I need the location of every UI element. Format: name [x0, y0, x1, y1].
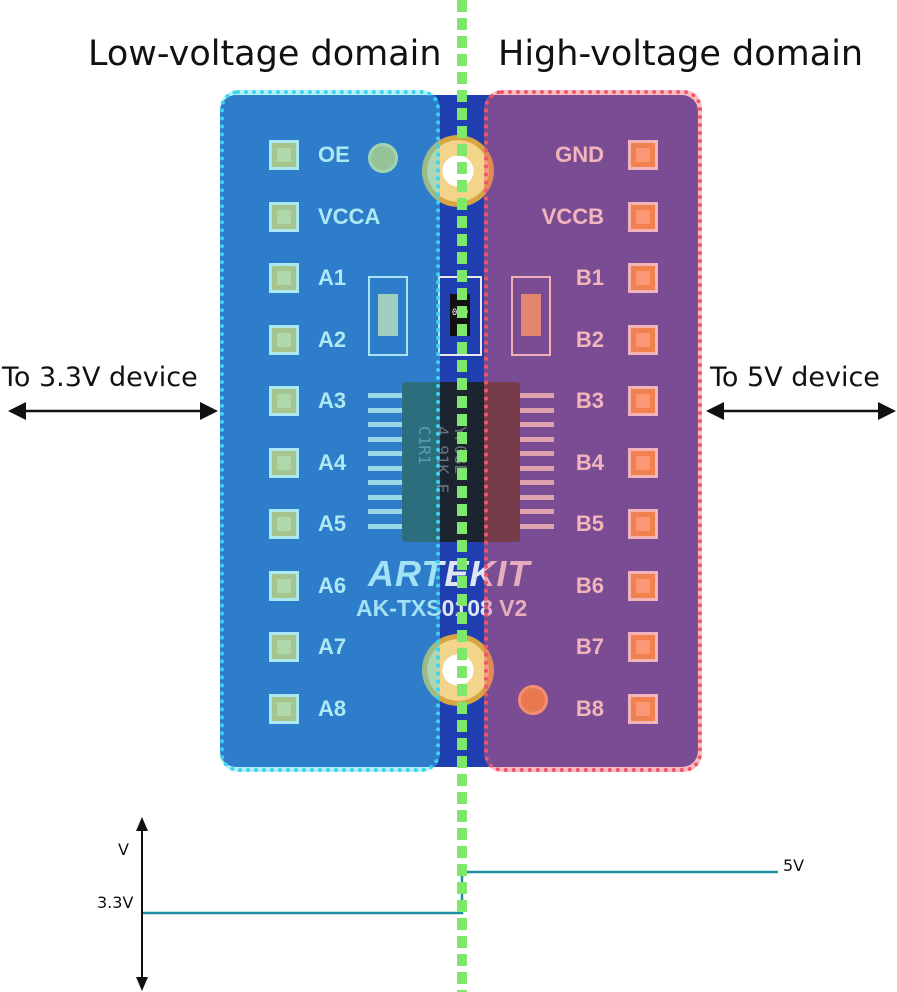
chip-leg [520, 509, 554, 514]
high-level-label: 5V [783, 856, 805, 875]
right-double-arrow [706, 402, 896, 420]
left-device-label: To 3.3V device [2, 362, 198, 393]
right-pin-pad [628, 447, 658, 478]
left-pin-label: A7 [318, 634, 347, 659]
domain-divider-line [457, 0, 467, 992]
left-pin-label: A4 [318, 449, 347, 475]
chip-leg [368, 407, 402, 413]
chip-leg [520, 407, 554, 413]
right-pin-pad [628, 632, 658, 662]
high-voltage-domain-title: High-voltage domain [498, 34, 864, 74]
chip-leg [368, 422, 402, 427]
chip-leg [368, 523, 402, 529]
right-pin-label: B4 [575, 449, 604, 475]
voltage-axis [136, 817, 148, 991]
capacitor-right [511, 276, 551, 356]
left-pin-pad [269, 263, 299, 293]
chip-leg [520, 465, 554, 471]
left-pin-pad [269, 386, 299, 416]
left-pin-label: A8 [318, 695, 347, 721]
right-pin-pad [628, 140, 658, 170]
left-pin-label: A6 [318, 572, 347, 598]
via-oe [368, 143, 398, 173]
brand-logo: ARTEKIT [368, 553, 531, 594]
left-pin-pad [269, 632, 299, 662]
capacitor-left [368, 276, 408, 356]
chip-leg [520, 422, 554, 427]
chip-leg [368, 494, 402, 500]
right-pin-label: B2 [575, 326, 604, 352]
right-pin-pad [628, 509, 658, 539]
chip-leg [520, 451, 554, 456]
chip-leg [368, 451, 402, 456]
left-pin-label: A3 [318, 388, 347, 413]
left-pin-pad [269, 201, 299, 232]
board-model: AK-TXS0108 V2 [356, 595, 528, 621]
left-pin-label: VCCA [318, 203, 381, 229]
left-pin-pad [269, 509, 299, 539]
right-pin-pad [628, 570, 658, 601]
left-pin-pad [269, 693, 299, 724]
right-pin-pad [628, 201, 658, 232]
chip-leg [520, 494, 554, 500]
left-pin-label: A5 [318, 511, 347, 536]
via-b8 [518, 685, 548, 715]
right-pin-label: GND [555, 142, 604, 167]
right-pin-pad [628, 693, 658, 724]
left-pin-pad [269, 447, 299, 478]
voltage-axis-label: V [118, 840, 129, 859]
chip-leg [368, 436, 402, 442]
right-pin-label: B7 [575, 634, 604, 659]
left-pin-label: A2 [318, 326, 347, 352]
chip-leg [368, 465, 402, 471]
chip-leg [520, 393, 554, 398]
chip-leg [368, 393, 402, 398]
chip-leg [368, 509, 402, 514]
high-voltage-domain-region [484, 90, 702, 772]
left-pin-pad [269, 324, 299, 355]
right-pin-label: B5 [575, 511, 604, 536]
right-pin-label: B3 [575, 388, 604, 413]
right-pin-label: B6 [575, 572, 604, 598]
right-pin-pad [628, 386, 658, 416]
connection-arrows [8, 402, 896, 420]
voltage-level-graph [136, 817, 778, 991]
left-pin-pad [269, 570, 299, 601]
chip-leg [520, 480, 554, 485]
left-pin-label: OE [318, 142, 350, 167]
right-device-label: To 5V device [710, 362, 880, 393]
right-pin-pad [628, 263, 658, 293]
chip-leg [520, 523, 554, 529]
chip-leg [520, 436, 554, 442]
right-pin-label: B8 [575, 695, 604, 721]
left-pin-pad [269, 140, 299, 170]
right-pin-pad [628, 324, 658, 355]
chip-leg [368, 480, 402, 485]
low-voltage-domain-title: Low-voltage domain [88, 34, 442, 74]
low-level-label: 3.3V [97, 893, 134, 912]
right-pin-label: VCCB [541, 203, 604, 229]
left-pin-label: A1 [318, 265, 347, 290]
low-voltage-domain-region [220, 90, 440, 772]
right-pin-label: B1 [575, 265, 604, 290]
left-double-arrow [8, 402, 218, 420]
